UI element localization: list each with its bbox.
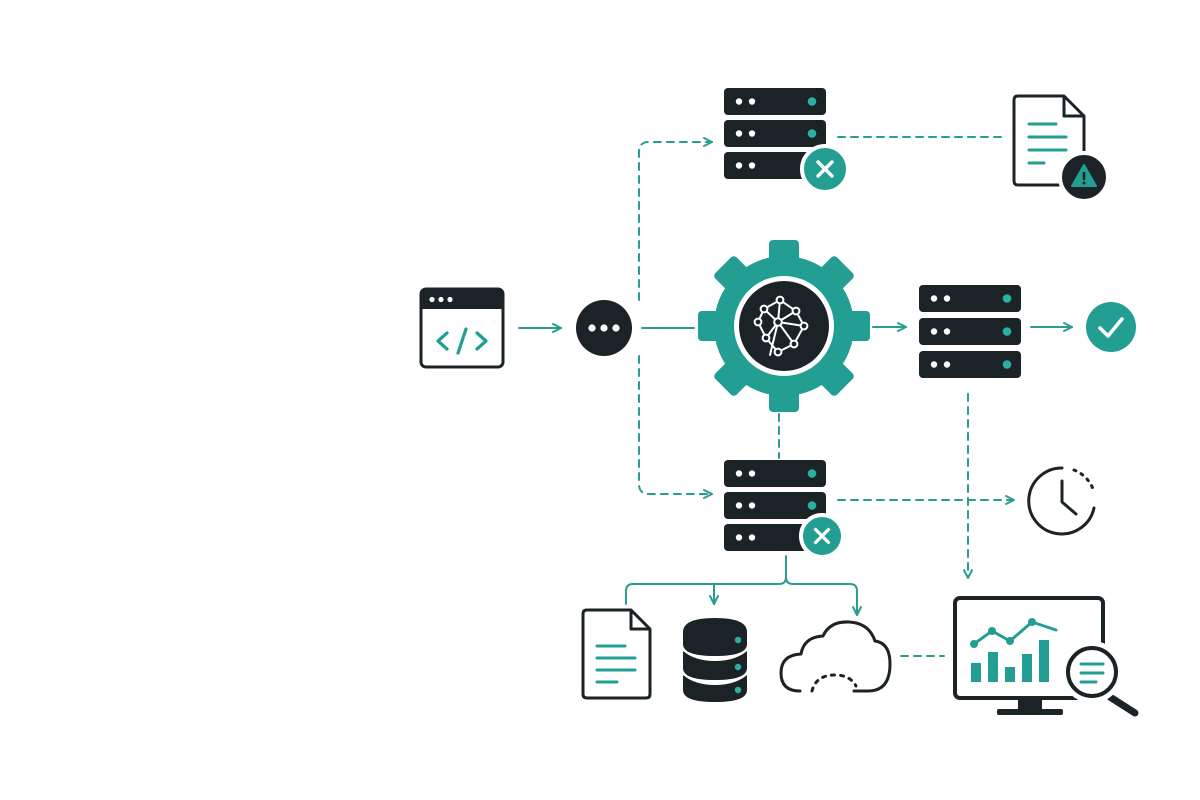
code-window-icon (419, 287, 505, 369)
clock-icon (1027, 466, 1096, 536)
connectors (518, 136, 1073, 657)
server-rack-middle (919, 285, 1021, 378)
edge-storage-to-cloud (785, 576, 862, 616)
cloud-icon (779, 620, 892, 693)
failure-badge-icon (799, 513, 845, 559)
check-circle-icon (1086, 302, 1136, 352)
edge-ellipsis-to-server-bottom (638, 355, 713, 499)
gear-neural-network-icon (698, 240, 870, 412)
server-rack-top (724, 88, 850, 194)
magnifier-icon (1061, 641, 1139, 717)
edge-server-bottom-to-storage (625, 555, 787, 605)
document-icon (581, 608, 652, 700)
more-horizontal-icon (576, 300, 632, 356)
warning-badge-icon (1058, 151, 1110, 203)
server-rack-icon (919, 285, 1021, 378)
failure-badge-icon (800, 144, 850, 194)
document-warning-icon (1012, 94, 1110, 203)
bar-chart-icon (971, 640, 1049, 682)
database-icon (683, 618, 747, 702)
edge-ellipsis-to-server-top (638, 137, 713, 301)
monitor-analytics-search-icon (953, 596, 1139, 717)
trend-line-icon (970, 618, 1058, 648)
server-rack-bottom (724, 460, 845, 559)
